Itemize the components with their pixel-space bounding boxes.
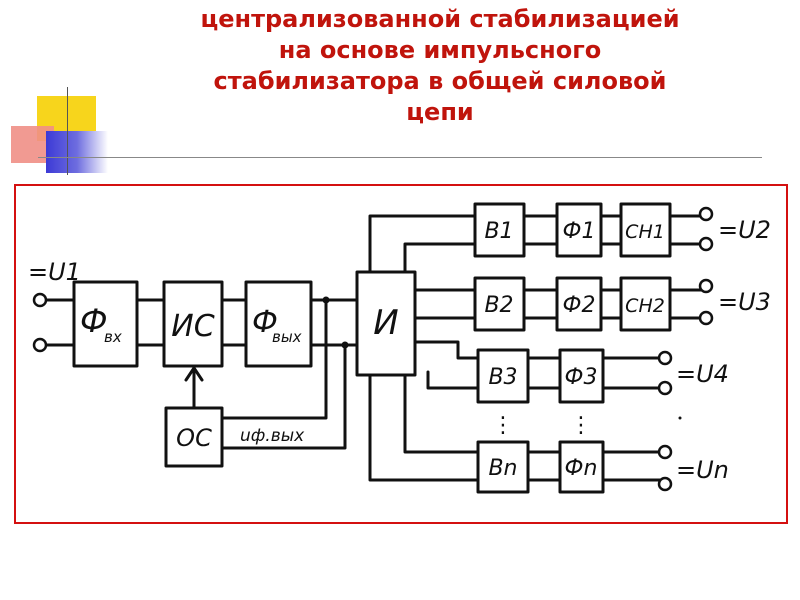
wire-f2-sn2 (599, 288, 623, 320)
terminal-un-1 (657, 444, 673, 460)
label-feedback-voltage: uф.вых (240, 426, 305, 446)
wire-b2-f2 (522, 288, 559, 320)
terminal-u2-2 (698, 236, 714, 252)
wire-inv-bn-bottom (368, 373, 480, 482)
label-b1: В1 (484, 219, 513, 244)
label-filter-in-main: Ф (80, 302, 108, 340)
wire-feedback-1 (220, 298, 328, 420)
terminal-in-2 (32, 337, 48, 353)
label-f3: Ф3 (565, 365, 598, 390)
decor-vertical-line (67, 87, 68, 175)
label-b2: В2 (484, 293, 513, 318)
block-bn (476, 440, 530, 494)
wire-inv-b1-bottom (403, 242, 477, 274)
wire-f3-out (601, 356, 664, 390)
block-labels: Ф вх ИС Ф вых И ОС В1 Ф1 СН1 В2 Ф2 СН2 В… (80, 219, 665, 481)
wire-bn-fn (526, 450, 562, 482)
wire-inv-b3-bottom (426, 370, 480, 390)
label-u4: =U4 (676, 360, 729, 388)
stray-dot (678, 416, 682, 420)
label-u3: =U3 (718, 288, 771, 316)
junctions (322, 296, 349, 349)
label-u2: =U2 (718, 216, 771, 244)
wire-inv-b3-top (413, 340, 480, 360)
title-line-4: цепи (406, 98, 474, 126)
label-b3: В3 (488, 365, 517, 390)
block-b1 (473, 202, 526, 258)
label-un: =Un (676, 456, 729, 484)
block-b2 (473, 276, 526, 332)
junction-dot (341, 341, 349, 349)
block-fn (558, 440, 605, 494)
block-os (164, 406, 224, 468)
blocks (72, 202, 672, 494)
wire-is-fout (220, 298, 248, 347)
terminal-u3-1 (698, 278, 714, 294)
label-inverter: И (373, 303, 398, 343)
feedback-arrow-head (184, 366, 204, 382)
label-bn: Вn (488, 456, 517, 481)
decor-blue-square (46, 131, 108, 173)
terminal-un-2 (657, 476, 673, 492)
wire-fout-inv (309, 298, 359, 347)
block-b3 (476, 348, 530, 404)
terminal-in-1 (32, 292, 48, 308)
block-f1 (555, 202, 603, 258)
block-inverter (355, 270, 417, 377)
label-sn2: СН2 (625, 295, 665, 317)
label-os: ОС (176, 424, 212, 452)
junction-dot (322, 296, 330, 304)
block-f3 (558, 348, 605, 404)
wire-inv-b1-top (368, 214, 477, 274)
wire-inv-b2 (413, 288, 477, 320)
wire-f1-sn1 (599, 214, 623, 246)
wire-sn1-out (668, 214, 704, 246)
block-is (162, 280, 224, 368)
terminal-u3-2 (698, 310, 714, 326)
ellipsis-b: ⋮ (492, 413, 514, 438)
channel-ellipsis: ⋮ ⋮ (492, 413, 682, 438)
wire-fin-is (135, 298, 166, 347)
wires (44, 214, 704, 482)
title-line-3: стабилизатора в общей силовой (213, 67, 667, 95)
terminal-u2-1 (698, 206, 714, 222)
terminal-u4-2 (657, 380, 673, 396)
block-sn1 (619, 202, 672, 258)
terminal-u4-1 (657, 350, 673, 366)
terminals (32, 206, 714, 492)
label-f2: Ф2 (563, 293, 596, 318)
block-filter-in (72, 280, 139, 368)
label-f1: Ф1 (563, 219, 596, 244)
title-line-1: централизованной стабилизацией (200, 5, 680, 33)
label-filter-in-sub: вх (104, 328, 122, 346)
title-line-2: на основе импульсного (278, 36, 602, 64)
wire-b1-f1 (522, 214, 559, 246)
wire-sn2-out (668, 288, 704, 320)
slide-title: централизованной стабилизацией на основе… (100, 4, 780, 128)
label-u1: =U1 (28, 258, 81, 286)
block-f2 (555, 276, 603, 332)
block-sn2 (619, 276, 672, 332)
wire-inv-bn-top (403, 373, 480, 454)
wire-b3-f3 (526, 356, 562, 390)
label-filter-out-main: Ф (252, 305, 278, 340)
label-filter-out-sub: вых (272, 328, 302, 346)
label-is: ИС (171, 309, 214, 344)
voltage-labels: =U1 =U2 =U3 =U4 =Un uф.вых (28, 216, 771, 484)
diagram-frame (14, 184, 788, 524)
block-filter-out (244, 280, 313, 368)
label-fn: Фn (565, 456, 598, 481)
wire-fn-out (601, 450, 664, 482)
wire-feedback-2 (220, 343, 347, 450)
ellipsis-f: ⋮ (570, 413, 592, 438)
decor-horizontal-line (38, 157, 762, 158)
label-sn1: СН1 (625, 221, 665, 243)
